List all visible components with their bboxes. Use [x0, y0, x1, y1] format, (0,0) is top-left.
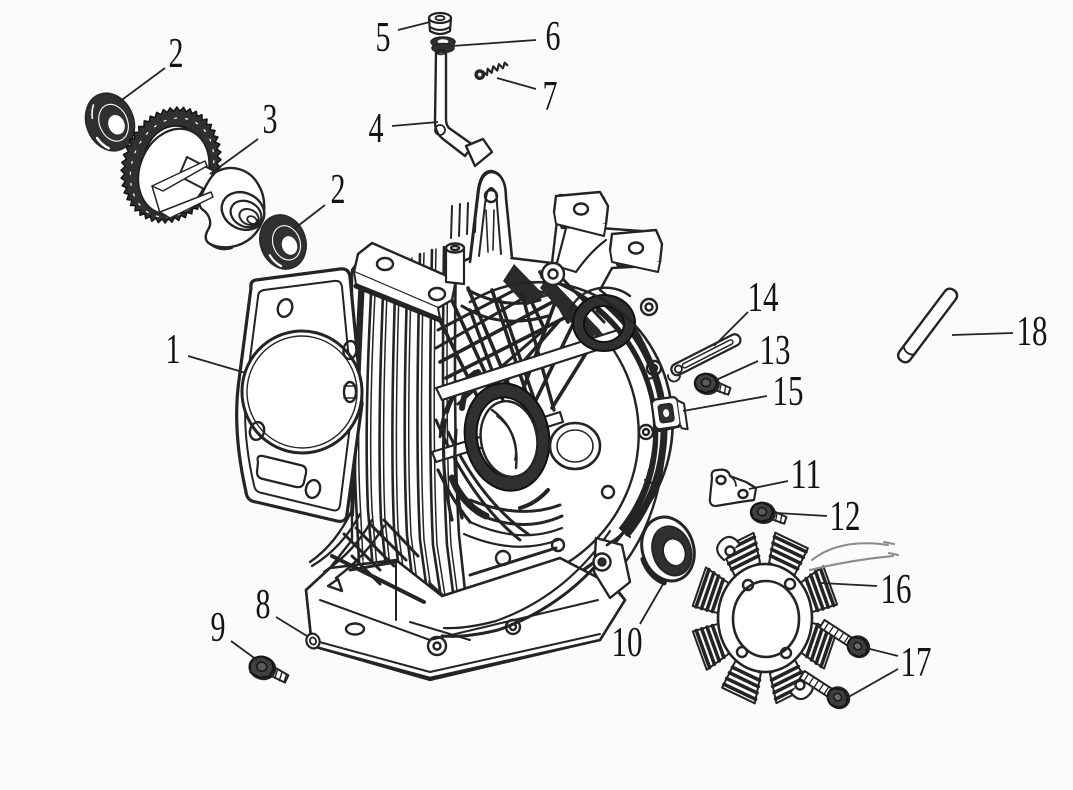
svg-text:6: 6 [546, 14, 561, 60]
svg-text:5: 5 [376, 15, 391, 61]
svg-text:13: 13 [760, 328, 791, 374]
svg-text:2: 2 [331, 167, 346, 213]
svg-text:16: 16 [881, 567, 912, 613]
svg-text:17: 17 [901, 640, 932, 686]
svg-text:1: 1 [166, 327, 181, 373]
svg-text:8: 8 [256, 582, 271, 628]
svg-text:9: 9 [211, 605, 226, 651]
svg-text:15: 15 [773, 369, 804, 415]
svg-text:3: 3 [263, 97, 278, 143]
svg-text:2: 2 [169, 31, 184, 77]
svg-text:10: 10 [612, 620, 643, 666]
svg-text:18: 18 [1017, 309, 1048, 355]
svg-text:14: 14 [748, 275, 779, 321]
svg-text:4: 4 [369, 106, 384, 152]
svg-text:12: 12 [830, 494, 861, 540]
svg-text:7: 7 [543, 74, 558, 120]
svg-text:11: 11 [791, 452, 822, 498]
